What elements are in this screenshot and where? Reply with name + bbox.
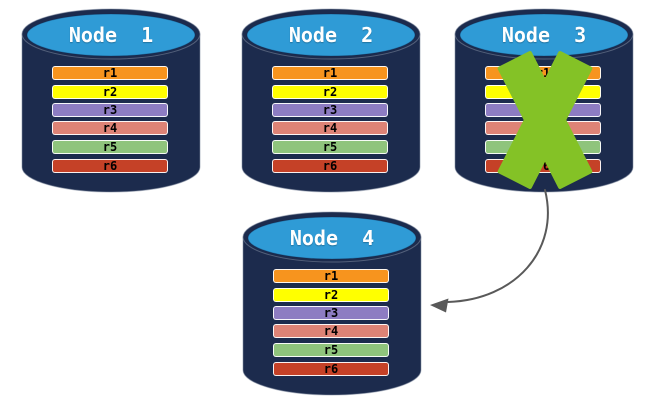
row-r6: r6 — [273, 362, 389, 376]
node-1: Node 1 r1 r2 r3 r4 r5 r6 — [21, 7, 201, 195]
row-r5: r5 — [52, 140, 168, 154]
row-r6: r6 — [52, 159, 168, 173]
row-r4: r4 — [52, 121, 168, 135]
row-r3: r3 — [52, 103, 168, 117]
row-r3: r3 — [272, 103, 388, 117]
row-r3: r3 — [273, 306, 389, 320]
row-r5: r5 — [272, 140, 388, 154]
row-r4: r4 — [272, 121, 388, 135]
node-title: Node 4 — [289, 226, 375, 250]
node-title: Node 1 — [68, 23, 154, 47]
row-r4: r4 — [273, 324, 389, 338]
node-title: Node 3 — [501, 23, 587, 47]
row-r1: r1 — [273, 269, 389, 283]
row-r2: r2 — [273, 288, 389, 302]
failover-arrow — [430, 189, 549, 313]
row-r1: r1 — [272, 66, 388, 80]
row-r6: r6 — [272, 159, 388, 173]
row-r2: r2 — [52, 85, 168, 99]
row-r2: r2 — [272, 85, 388, 99]
failure-x-icon — [497, 51, 593, 189]
node-2: Node 2 r1 r2 r3 r4 r5 r6 — [241, 7, 421, 195]
node-title: Node 2 — [288, 23, 374, 47]
row-r5: r5 — [273, 343, 389, 357]
node-4: Node 4 r1 r2 r3 r4 r5 r6 — [242, 210, 422, 398]
row-r1: r1 — [52, 66, 168, 80]
